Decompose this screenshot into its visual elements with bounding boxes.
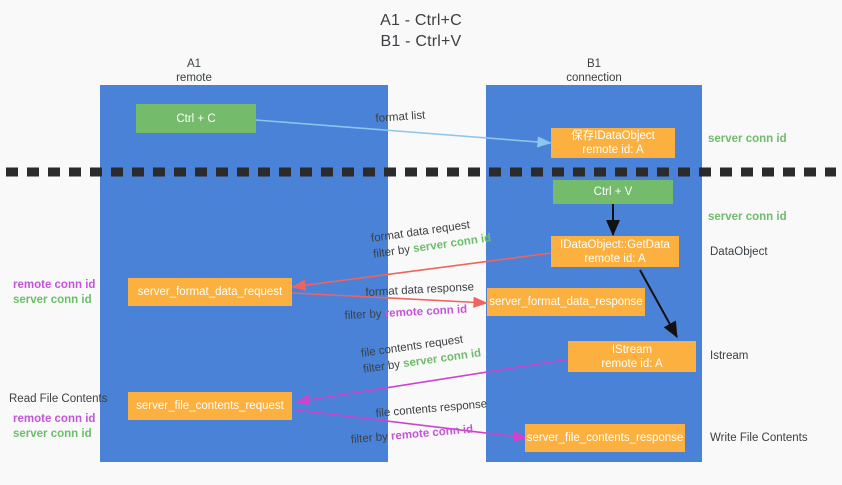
- annotation-server-conn-id-top-text: server conn id: [708, 133, 787, 145]
- annotation-format-remote-conn-id: remote conn id: [13, 279, 96, 291]
- annotation-istream-text: Istream: [710, 350, 749, 362]
- title-line-1: A1 - Ctrl+C: [380, 12, 462, 29]
- annotation-read-file-contents-text: Read File Contents: [9, 393, 108, 405]
- node-server-format-data-request[interactable]: server_format_data_request: [128, 278, 292, 306]
- node-server-file-contents-response[interactable]: server_file_contents_response: [525, 424, 685, 452]
- node-ctrl-c-label: Ctrl + C: [176, 112, 216, 125]
- node-save-idataobject-line-2: remote id: A: [582, 144, 644, 156]
- mid-label-format-data-response: format data response filter by remote co…: [344, 279, 476, 323]
- annotation-istream: Istream: [710, 349, 748, 364]
- node-istream-line-1: IStream: [611, 343, 653, 356]
- mid-label-format-data-response-filter-prefix: filter by: [344, 308, 386, 323]
- node-idataobject-getdata-line-2: remote id: A: [584, 252, 646, 265]
- mid-label-format-data-request: format data request filter by server con…: [370, 214, 492, 262]
- mid-label-file-contents-response-text: file contents response: [375, 398, 488, 420]
- node-server-format-data-response[interactable]: server_format_data_response: [487, 288, 645, 316]
- mid-label-format-data-response-text: format data response: [365, 281, 475, 299]
- column-header-b1: B1 connection: [506, 57, 682, 85]
- node-ctrl-v[interactable]: Ctrl + V: [553, 180, 673, 204]
- annotation-format-server-conn-id: server conn id: [13, 294, 92, 306]
- node-istream[interactable]: IStream remote id: A: [568, 341, 696, 372]
- annotation-read-file-contents: Read File Contents: [9, 392, 107, 407]
- node-save-idataobject-line-1: 保存IDataObject: [571, 130, 655, 142]
- column-header-a1-name: A1: [186, 58, 202, 70]
- annotation-write-file-contents-text: Write File Contents: [710, 432, 808, 444]
- annotation-file-remote-conn-id: remote conn id: [13, 413, 96, 425]
- node-server-format-data-response-label: server_format_data_response: [489, 296, 643, 308]
- node-server-file-contents-request-label: server_file_contents_request: [136, 400, 284, 412]
- column-header-a1-role: remote: [176, 72, 212, 84]
- node-save-idataobject[interactable]: 保存IDataObject remote id: A: [551, 128, 675, 158]
- mid-label-format-data-request-filter-prefix: filter by: [372, 243, 415, 261]
- node-ctrl-v-label: Ctrl + V: [593, 186, 633, 198]
- diagram-title: A1 - Ctrl+C B1 - Ctrl+V: [0, 10, 842, 52]
- node-idataobject-getdata[interactable]: IDataObject::GetData remote id: A: [551, 236, 679, 267]
- mid-label-format-data-response-filter-value: remote conn id: [384, 303, 468, 320]
- node-ctrl-c[interactable]: Ctrl + C: [136, 104, 256, 133]
- mid-label-file-contents-request-filter-prefix: filter by: [362, 358, 405, 376]
- column-header-b1-role: connection: [566, 72, 622, 84]
- annotation-server-conn-id-mid-text: server conn id: [708, 211, 787, 223]
- mid-label-format-list: format list: [375, 108, 426, 127]
- node-server-format-data-request-label: server_format_data_request: [137, 286, 283, 298]
- mid-label-file-contents-response-filter-prefix: filter by: [350, 430, 392, 447]
- column-header-a1: A1 remote: [100, 57, 288, 85]
- divider-dashed-line: [6, 167, 836, 177]
- node-idataobject-getdata-line-1: IDataObject::GetData: [560, 238, 670, 251]
- node-server-file-contents-response-label: server_file_contents_response: [526, 432, 684, 444]
- mid-label-file-contents-response: file contents response filter by remote …: [350, 396, 490, 446]
- annotation-format-conn-ids: remote conn id server conn id: [13, 278, 95, 308]
- annotation-server-conn-id-mid: server conn id: [708, 210, 787, 225]
- annotation-file-conn-ids: remote conn id server conn id: [13, 412, 95, 442]
- column-header-b1-name: B1: [586, 58, 602, 70]
- annotation-file-server-conn-id: server conn id: [13, 428, 92, 440]
- mid-label-file-contents-response-filter-value: remote conn id: [390, 423, 474, 443]
- node-server-file-contents-request[interactable]: server_file_contents_request: [128, 392, 292, 420]
- node-istream-line-2: remote id: A: [601, 357, 663, 370]
- annotation-dataobject: DataObject: [710, 245, 768, 260]
- annotation-write-file-contents: Write File Contents: [710, 431, 808, 446]
- annotation-dataobject-text: DataObject: [710, 246, 768, 258]
- annotation-server-conn-id-top: server conn id: [708, 132, 787, 147]
- title-line-2: B1 - Ctrl+V: [380, 33, 462, 50]
- mid-label-format-list-text: format list: [375, 109, 426, 125]
